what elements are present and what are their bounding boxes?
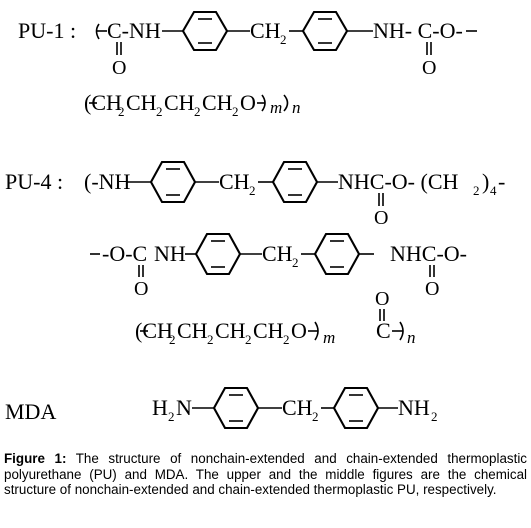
caption-text: The structure of nonchain-extended and c… (4, 451, 527, 498)
pu4-soft-sub-1: 2 (169, 332, 176, 347)
pu1-benzene-ring-2 (301, 10, 349, 52)
figure-caption: Figure 1: The structure of nonchain-exte… (4, 451, 527, 498)
mda-h: H (152, 395, 168, 420)
pu4-carbonyl-o-2: O (134, 278, 148, 300)
pu1-soft-ch-2: CH (126, 90, 157, 115)
mda-nh-sub: 2 (431, 409, 438, 424)
pu4-nh-2: NH (154, 241, 186, 266)
pu4-end-carbonyl-o: O (375, 288, 389, 310)
pu1-subscript-n: n (292, 98, 301, 117)
pu1-soft-ch-3: CH (164, 90, 195, 115)
pu4-benzene-ring-4 (313, 232, 361, 276)
mda-methylene: CH (282, 395, 313, 420)
pu1-close-paren-outer (283, 94, 289, 112)
pu1-carbonyl-o-2: O (422, 57, 436, 79)
pu4-urethane-1: NHC-O- (CH (338, 169, 458, 194)
pu4-benzene-ring-1 (149, 160, 197, 204)
pu4-soft-ch-2: CH (177, 318, 208, 343)
pu4-benzene-ring-3 (194, 232, 242, 276)
mda-benzene-ring-2 (332, 386, 380, 430)
pu4-carbonyl-o-3: O (425, 278, 439, 300)
pu4-methylene-1: CH (219, 169, 250, 194)
pu1-structure: PU-1 : C-NH O CH 2 NH- C-O- O (CH 2 (18, 10, 477, 119)
pu4-line1-end: - (498, 169, 505, 194)
pu4-close-paren-inner (314, 321, 319, 341)
pu4-label: PU-4 : (5, 169, 63, 194)
mda-h-sub: 2 (168, 409, 175, 424)
pu1-close-paren-inner (261, 94, 266, 112)
pu4-soft-sub-2: 2 (207, 332, 214, 347)
pu4-benzene-ring-2 (271, 160, 319, 204)
pu1-label: PU-1 : (18, 18, 76, 43)
pu1-methylene-sub: 2 (280, 32, 287, 47)
pu1-carbonyl-o-1: O (112, 57, 126, 79)
pu4-subscript-m: m (323, 328, 335, 347)
pu4-close-paren-outer (399, 321, 404, 341)
pu4-soft-ch-4: CH (253, 318, 284, 343)
pu1-soft-sub-2: 2 (156, 104, 163, 119)
pu4-end-carbon: C (376, 318, 391, 343)
pu1-methylene: CH (250, 18, 281, 43)
figure-label: Figure 1: (4, 451, 67, 466)
pu4-soft-sub-4: 2 (283, 332, 290, 347)
pu1-urethane-left: C-NH (107, 18, 161, 43)
pu1-soft-sub-3: 2 (194, 104, 201, 119)
pu4-soft-sub-3: 2 (245, 332, 252, 347)
mda-methylene-sub: 2 (312, 409, 319, 424)
pu4-urethane-2-right: NHC-O- (390, 241, 467, 266)
pu4-structure: PU-4 : (-NH CH 2 NHC-O- (CH 2 ) 4 - O -O… (5, 160, 505, 347)
pu1-subscript-m: m (270, 98, 282, 117)
pu4-methylene-2-sub: 2 (292, 255, 299, 270)
pu4-carbonyl-o-1: O (374, 207, 388, 229)
pu1-urethane-right: NH- C-O- (373, 18, 463, 43)
pu4-butyl-sub-4: 4 (490, 183, 497, 198)
pu1-soft-ch-4: CH (202, 90, 233, 115)
pu4-methylene-2: CH (262, 241, 293, 266)
mda-structure: MDA H 2 N CH 2 NH 2 (5, 386, 438, 430)
pu4-soft-ch-3: CH (215, 318, 246, 343)
pu1-soft-oxygen: O (240, 90, 256, 115)
pu1-soft-sub-1: 2 (118, 104, 125, 119)
pu4-butyl-sub-2: 2 (473, 183, 480, 198)
pu4-urethane-2-left: -O-C (102, 241, 147, 266)
pu4-subscript-n: n (407, 328, 416, 347)
mda-benzene-ring-1 (212, 386, 260, 430)
pu4-soft-oxygen: O (291, 318, 307, 343)
mda-label: MDA (5, 399, 56, 424)
mda-n-left: N (176, 395, 192, 420)
pu4-nh-left: (-NH (84, 169, 131, 194)
pu4-methylene-1-sub: 2 (249, 183, 256, 198)
pu4-butyl-close: ) (482, 169, 489, 194)
chemical-structures-figure: PU-1 : C-NH O CH 2 NH- C-O- O (CH 2 (5, 10, 505, 430)
mda-nh: NH (398, 395, 430, 420)
pu1-benzene-ring-1 (181, 10, 229, 52)
pu1-soft-sub-4: 2 (232, 104, 239, 119)
